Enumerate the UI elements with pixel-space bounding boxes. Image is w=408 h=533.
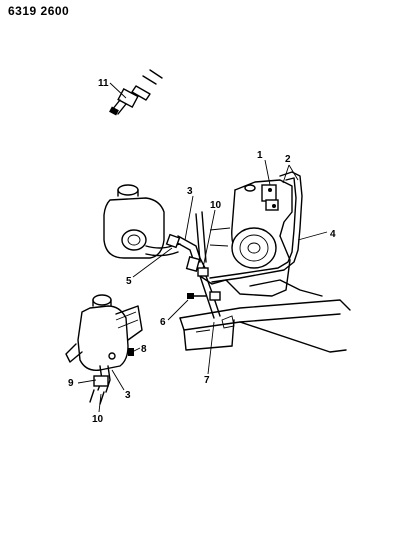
callout-3-lower: 3: [125, 390, 131, 401]
callout-11: 11: [98, 78, 109, 89]
steering-gear: [199, 179, 293, 297]
reservoir-upper: [103, 184, 181, 259]
callout-3-upper: 3: [187, 186, 193, 197]
figure-code: 6319 2600: [8, 4, 70, 18]
callout-4: 4: [330, 229, 336, 240]
callout-1: 1: [257, 150, 263, 161]
return-hose: [165, 233, 207, 275]
leader-lines: [77, 82, 328, 413]
callout-2: 2: [285, 154, 291, 165]
bolt-6: [187, 293, 207, 299]
reservoir-lower-detail: [65, 294, 143, 405]
hose-fitting-detail: [109, 69, 163, 116]
callout-9: 9: [68, 378, 74, 389]
callout-7: 7: [204, 375, 210, 386]
line-10-upper: [195, 211, 221, 319]
callout-6: 6: [160, 317, 166, 328]
frame-rail: [179, 279, 351, 353]
callout-8: 8: [141, 344, 147, 355]
callout-10-lower: 10: [92, 414, 104, 425]
callout-5: 5: [126, 276, 132, 287]
pressure-line: [209, 171, 303, 283]
callout-10-upper: 10: [210, 200, 222, 211]
